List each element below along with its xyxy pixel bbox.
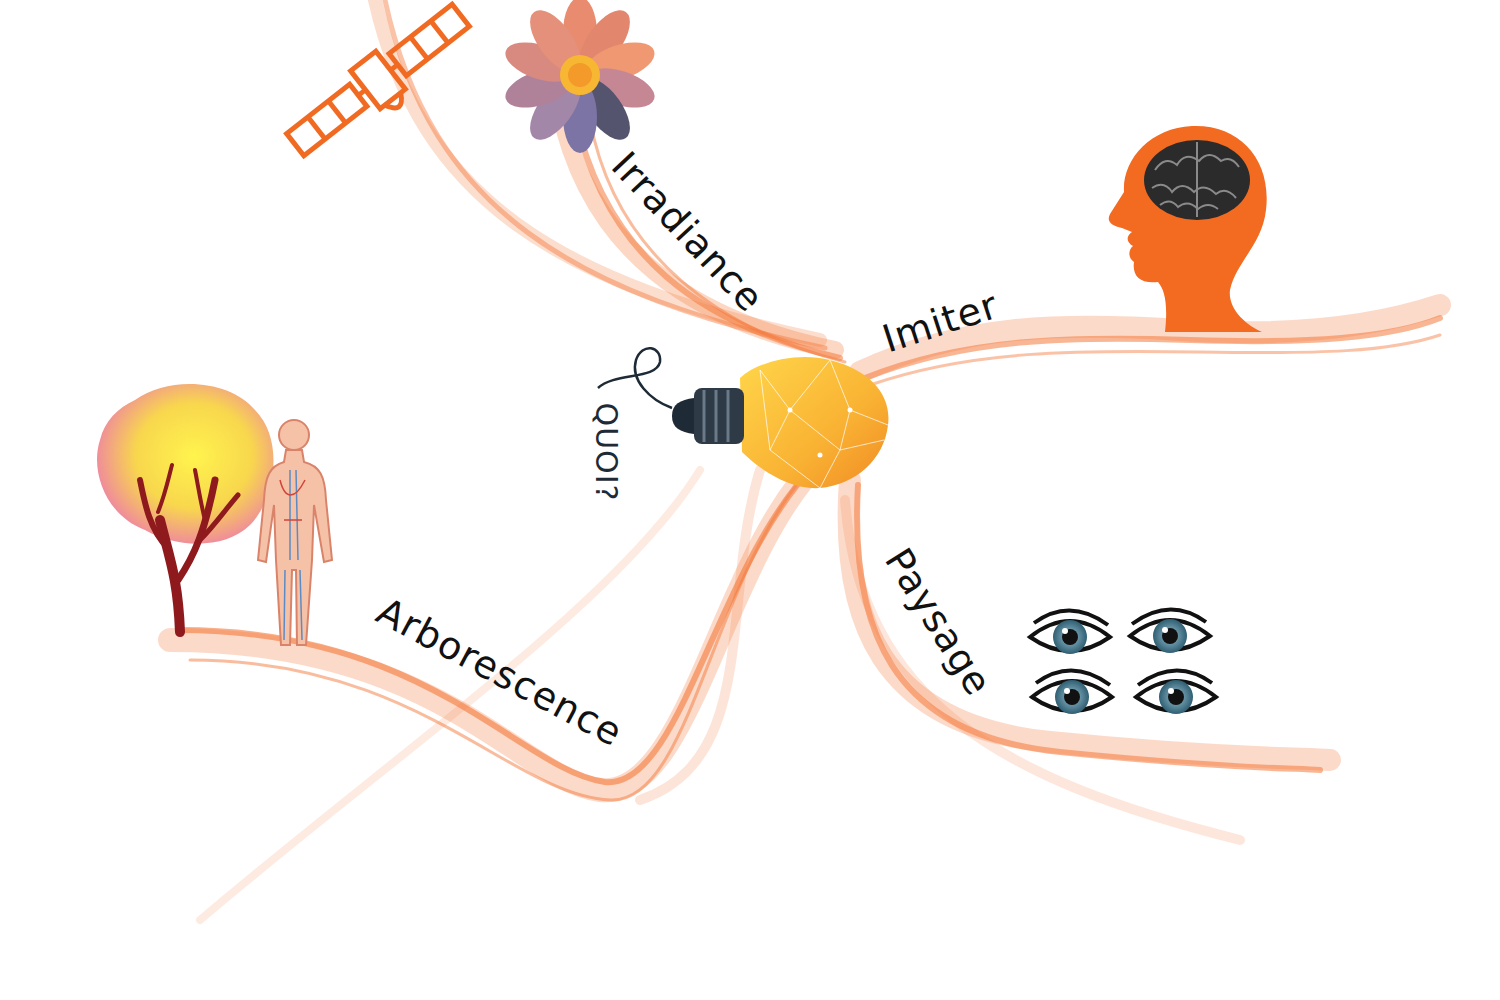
satellite-icon bbox=[280, 0, 481, 171]
tree-icon bbox=[97, 384, 274, 632]
human-anatomy-figure bbox=[258, 420, 332, 645]
head-with-brain bbox=[1109, 126, 1267, 332]
flower-icon bbox=[501, 0, 660, 153]
ribbon-label: QUOI? bbox=[591, 403, 621, 502]
light-bulb bbox=[598, 348, 888, 488]
orange-ribbons bbox=[170, 0, 1440, 920]
four-eyes bbox=[1030, 609, 1216, 714]
